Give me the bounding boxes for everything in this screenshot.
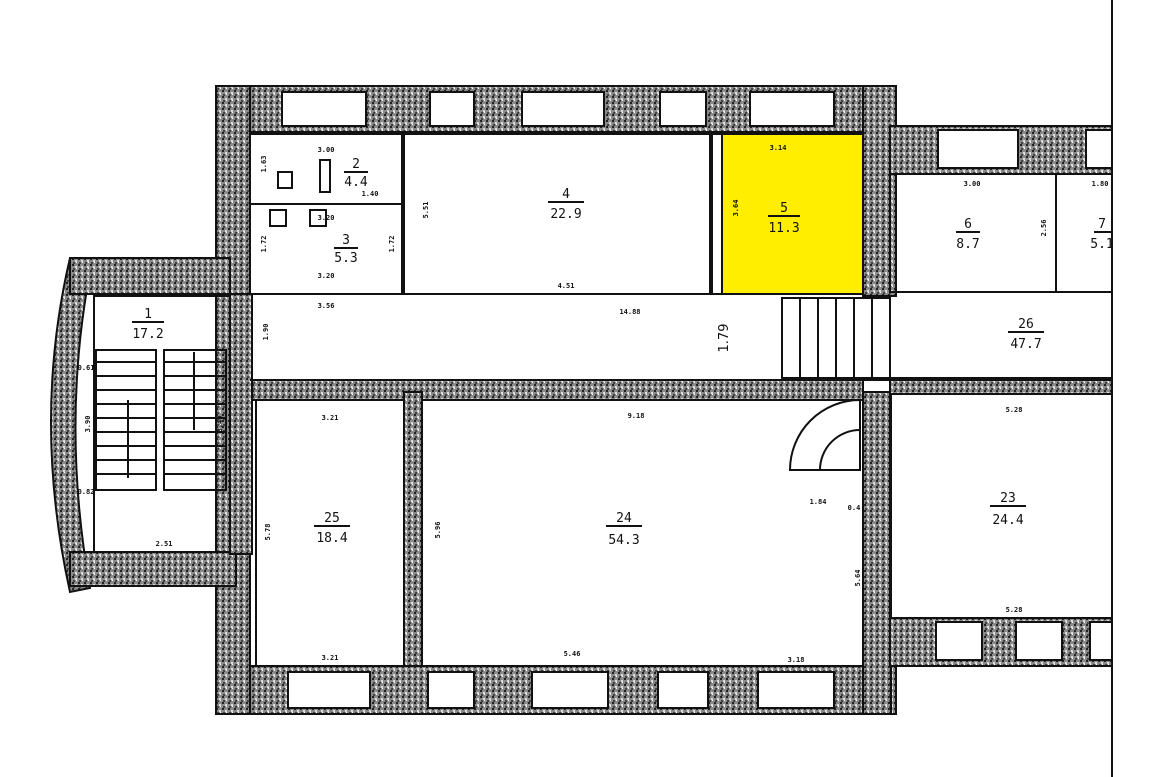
svg-text:3.00: 3.00 bbox=[964, 180, 981, 188]
svg-text:8.7: 8.7 bbox=[956, 237, 979, 252]
svg-text:0.4: 0.4 bbox=[848, 504, 861, 512]
svg-text:3.40: 3.40 bbox=[216, 416, 224, 433]
svg-text:9.18: 9.18 bbox=[628, 412, 645, 420]
svg-text:1.40: 1.40 bbox=[362, 190, 379, 198]
svg-text:1.90: 1.90 bbox=[262, 324, 270, 341]
svg-text:54.3: 54.3 bbox=[608, 533, 639, 548]
svg-text:4.4: 4.4 bbox=[344, 175, 368, 190]
svg-text:47.7: 47.7 bbox=[1010, 337, 1041, 352]
room-labels: 1 17.2 2 4.4 3 5.3 4 22.9 5 11.3 6 8.7 bbox=[132, 157, 1114, 548]
svg-text:3.64: 3.64 bbox=[732, 200, 740, 217]
svg-text:3.20: 3.20 bbox=[318, 214, 335, 222]
svg-text:5.28: 5.28 bbox=[1006, 606, 1023, 614]
svg-text:6: 6 bbox=[964, 217, 972, 232]
svg-text:5.1: 5.1 bbox=[1090, 237, 1113, 252]
windows-top bbox=[281, 91, 1113, 169]
svg-text:26: 26 bbox=[1018, 317, 1034, 332]
room-5-highlight bbox=[722, 134, 863, 294]
bathroom-fixtures bbox=[269, 159, 331, 227]
svg-text:1.72: 1.72 bbox=[388, 236, 396, 253]
svg-text:18.4: 18.4 bbox=[316, 531, 347, 546]
svg-text:3.21: 3.21 bbox=[322, 654, 339, 662]
svg-text:3.20: 3.20 bbox=[318, 272, 335, 280]
svg-text:4: 4 bbox=[562, 187, 570, 202]
svg-text:4.51: 4.51 bbox=[558, 282, 575, 290]
svg-text:1.79: 1.79 bbox=[717, 324, 732, 353]
svg-text:0.82: 0.82 bbox=[78, 488, 95, 496]
svg-text:5.46: 5.46 bbox=[564, 650, 581, 658]
room-4-label: 4 22.9 bbox=[548, 187, 584, 222]
room-24-label: 24 54.3 bbox=[606, 511, 642, 548]
svg-text:14.88: 14.88 bbox=[619, 308, 640, 316]
svg-text:3.14: 3.14 bbox=[770, 144, 787, 152]
svg-text:3: 3 bbox=[342, 233, 350, 248]
room-5-label: 5 11.3 bbox=[768, 201, 800, 236]
svg-text:2: 2 bbox=[352, 157, 360, 172]
svg-text:23: 23 bbox=[1000, 491, 1016, 506]
svg-text:2.51: 2.51 bbox=[156, 540, 173, 548]
svg-text:24: 24 bbox=[616, 511, 632, 526]
room-2-label: 2 4.4 bbox=[344, 157, 368, 190]
dimension-labels: 3.00 1.63 1.40 3.20 1.72 1.72 3.20 5.51 … bbox=[78, 144, 1109, 664]
svg-text:24.4: 24.4 bbox=[992, 513, 1023, 528]
svg-text:1.72: 1.72 bbox=[260, 236, 268, 253]
room-7-label: 7 5.1 bbox=[1090, 217, 1113, 252]
room-25-label: 25 18.4 bbox=[314, 511, 350, 546]
svg-text:5: 5 bbox=[780, 201, 788, 216]
svg-text:5.51: 5.51 bbox=[422, 202, 430, 219]
svg-text:3.00: 3.00 bbox=[318, 146, 335, 154]
svg-text:25: 25 bbox=[324, 511, 340, 526]
room-3-label: 3 5.3 bbox=[334, 233, 358, 266]
room-6-label: 6 8.7 bbox=[956, 217, 980, 252]
svg-text:1.80: 1.80 bbox=[1092, 180, 1109, 188]
svg-text:1: 1 bbox=[144, 307, 152, 322]
room-1-label: 1 17.2 bbox=[132, 307, 164, 342]
svg-text:1.84: 1.84 bbox=[810, 498, 827, 506]
svg-text:7: 7 bbox=[1098, 217, 1106, 232]
svg-text:3.56: 3.56 bbox=[318, 302, 335, 310]
svg-text:3.21: 3.21 bbox=[322, 414, 339, 422]
svg-text:5.96: 5.96 bbox=[434, 522, 442, 539]
svg-text:22.9: 22.9 bbox=[550, 207, 581, 222]
svg-text:5.78: 5.78 bbox=[264, 524, 272, 541]
svg-text:1.63: 1.63 bbox=[260, 156, 268, 173]
room-26-label: 26 47.7 bbox=[1008, 317, 1044, 352]
svg-text:3.18: 3.18 bbox=[788, 656, 805, 664]
svg-text:3.90: 3.90 bbox=[84, 416, 92, 433]
svg-text:5.64: 5.64 bbox=[854, 570, 862, 587]
svg-text:5.3: 5.3 bbox=[334, 251, 357, 266]
svg-text:0.61: 0.61 bbox=[78, 364, 95, 372]
svg-text:5.28: 5.28 bbox=[1006, 406, 1023, 414]
svg-text:2.56: 2.56 bbox=[1040, 220, 1048, 237]
windows-bottom bbox=[287, 621, 1113, 709]
room-23-label: 23 24.4 bbox=[990, 491, 1026, 528]
stair-treads bbox=[96, 352, 226, 478]
svg-text:11.3: 11.3 bbox=[768, 221, 799, 236]
svg-text:17.2: 17.2 bbox=[132, 327, 163, 342]
